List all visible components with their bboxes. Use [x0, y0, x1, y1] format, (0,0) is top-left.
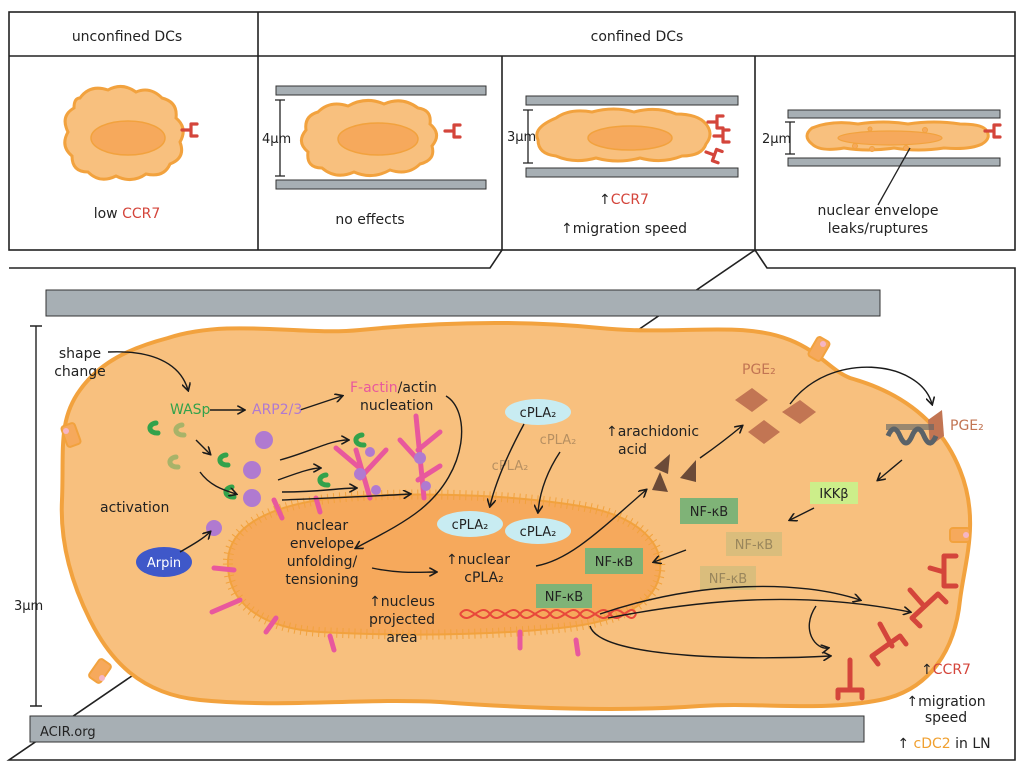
- pge2-molecules: [735, 388, 944, 446]
- nfkb-box: [585, 548, 643, 574]
- arpin-label: Arpin: [147, 556, 181, 571]
- nuclear-envelope-2: envelope: [290, 536, 354, 552]
- out-ccr7: ↑CCR7: [921, 662, 971, 678]
- cpla2-group: cPLA₂ cPLA₂ cPLA₂ cPLA₂ cPLA₂: [437, 399, 576, 544]
- nfkb-label: NF-κB: [545, 590, 583, 605]
- wasp-label: WASp: [170, 402, 211, 418]
- shape-change-1: shape: [59, 346, 101, 362]
- nucleus: [837, 130, 943, 146]
- arpin-pill: [136, 547, 192, 577]
- arp23-label: ARP2/3: [252, 402, 302, 418]
- ikkb-box: [810, 482, 858, 504]
- arachidonic-2: acid: [618, 442, 647, 458]
- nucleus-area-1: ↑nucleus: [369, 594, 435, 610]
- activation-label: activation: [100, 500, 169, 516]
- pge2-label-2: PGE₂: [950, 418, 984, 434]
- out-speed-1: ↑migration: [906, 694, 985, 710]
- nucleus: [587, 125, 673, 151]
- arachidonic-acid: [652, 454, 696, 492]
- nuclear-envelope-4: tensioning: [285, 572, 358, 588]
- nfkb-label-faded: NF-κB: [735, 538, 773, 553]
- shape-change-2: change: [54, 364, 106, 380]
- flow-arrows: [107, 351, 932, 658]
- panel2-label: no effects: [335, 212, 404, 228]
- lower-wall: [275, 179, 487, 190]
- ccr7-receptor: [712, 128, 731, 144]
- lower-wall: [787, 157, 1001, 167]
- nfkb-box-faded: [726, 532, 782, 556]
- nucleus-area-2: projected: [369, 612, 435, 628]
- height-label: 2µm: [762, 132, 791, 147]
- panel3-ccr7: ↑CCR7: [599, 192, 649, 208]
- nucleus-area-3: area: [386, 630, 417, 646]
- nuclear-cpla2-2: cPLA₂: [464, 570, 503, 586]
- ccr7-receptor: [443, 123, 462, 139]
- panel-4um: 4µm no effects: [262, 85, 487, 228]
- arp23-on-actin: [354, 447, 431, 495]
- factin-label: F-actin/actin: [350, 380, 437, 396]
- height-label: 3µm: [14, 599, 43, 614]
- watermark: ACIR.org: [40, 725, 96, 740]
- ccr7-receptor: [706, 114, 725, 130]
- cpla2-label: cPLA₂: [520, 525, 557, 540]
- arachidonic-1: ↑arachidonic: [606, 424, 699, 440]
- panel1-label: low CCR7: [94, 206, 161, 222]
- header-confined: confined DCs: [591, 29, 684, 45]
- out-cdc2: ↑ cDC2 in LN: [897, 736, 990, 752]
- cpla2-label: cPLA₂: [452, 518, 489, 533]
- actin-filaments: [209, 495, 581, 657]
- ccr7-receptors: [835, 553, 959, 701]
- pge2-label: PGE₂: [742, 362, 776, 378]
- nuclear-envelope-1: nuclear: [296, 518, 349, 534]
- upper-wall: [525, 95, 739, 106]
- panel4-label-1: nuclear envelope: [817, 203, 938, 219]
- nucleus: [337, 122, 419, 156]
- upper-wall: [45, 289, 881, 317]
- lower-wall: [29, 715, 865, 743]
- nfkb-label-faded: NF-κB: [709, 572, 747, 587]
- nfkb-box: [680, 498, 738, 524]
- nuclear-cpla2-1: ↑nuclear: [446, 552, 510, 568]
- nfkb-box: [536, 584, 592, 608]
- height-label: 4µm: [262, 132, 291, 147]
- panel-2um: 2µm nuclear envelope leaks/ruptures: [762, 109, 1002, 237]
- upper-wall: [787, 109, 1001, 119]
- cpla2-faded: cPLA₂: [540, 433, 577, 448]
- top-panels: [8, 11, 1016, 251]
- nucleation-label: nucleation: [360, 398, 433, 414]
- panel3-speed: ↑migration speed: [561, 221, 687, 237]
- panel-unconfined: low CCR7: [63, 85, 199, 222]
- out-speed-2: speed: [925, 710, 967, 726]
- ccr7-receptor: [702, 144, 724, 165]
- header-unconfined: unconfined DCs: [72, 29, 182, 45]
- pge2-receptor: [885, 426, 939, 446]
- nuclear-envelope-3: unfolding/: [287, 554, 358, 570]
- panel4-label-2: leaks/ruptures: [828, 221, 928, 237]
- cpla2-faded: cPLA₂: [492, 459, 529, 474]
- lower-wall: [525, 167, 739, 178]
- upper-wall: [275, 85, 487, 96]
- nfkb-label: NF-κB: [595, 555, 633, 570]
- unconfined-nucleus: [90, 120, 166, 156]
- cpla2-label: cPLA₂: [520, 406, 557, 421]
- panel-3um: 3µm ↑CCR7 ↑migration speed: [507, 95, 739, 237]
- nfkb-label: NF-κB: [690, 505, 728, 520]
- ikkb-label: IKKβ: [819, 487, 848, 502]
- dna-helix: [459, 608, 637, 620]
- height-label: 3µm: [507, 130, 536, 145]
